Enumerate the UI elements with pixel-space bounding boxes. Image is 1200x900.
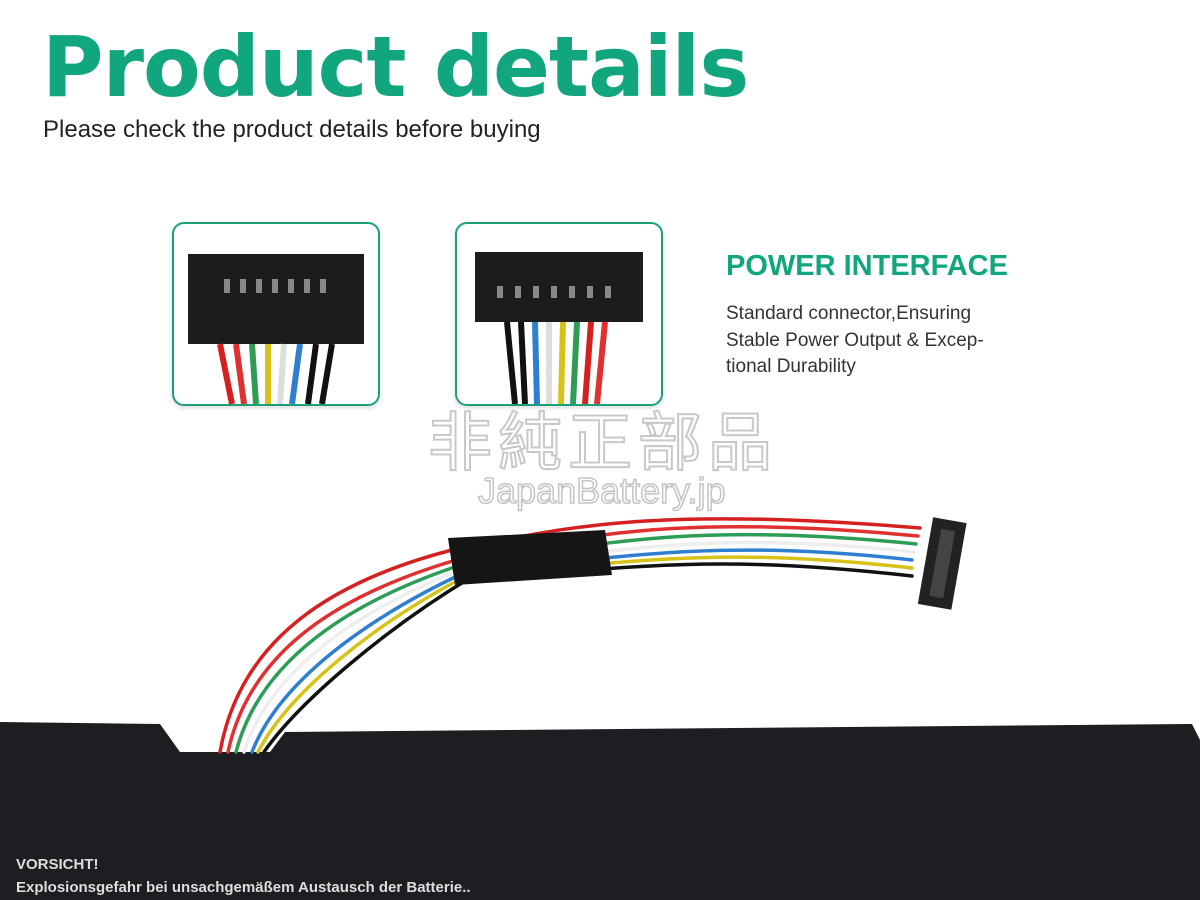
connector-plug <box>917 517 967 610</box>
connector-closeup-front <box>172 222 380 406</box>
page-subtitle: Please check the product details before … <box>43 116 541 143</box>
battery-warning-text: Explosionsgefahr bei unsachgemäßem Austa… <box>16 879 471 896</box>
battery-body <box>0 722 1200 900</box>
connector-closeup-back <box>455 222 663 406</box>
page-title: Product details <box>42 18 749 116</box>
cable-sleeve <box>448 530 612 585</box>
feature-description: Standard connector,Ensuring Stable Power… <box>726 303 984 377</box>
watermark-site: JapanBattery.jp <box>477 469 726 512</box>
battery-warning-heading: VORSICHT! <box>16 856 99 873</box>
watermark-kanji: 非純正部品 <box>427 406 778 482</box>
feature-title: POWER INTERFACE <box>726 250 1008 282</box>
